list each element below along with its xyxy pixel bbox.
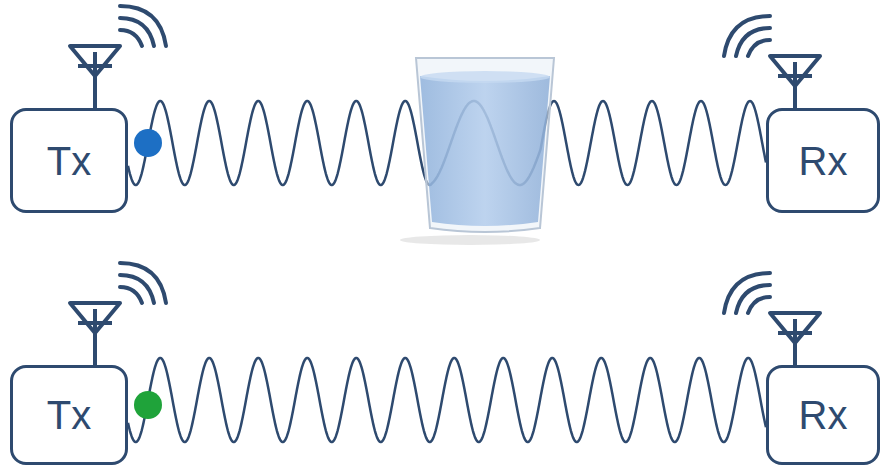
device-box: Rx <box>766 365 880 465</box>
device-box: Rx <box>766 108 880 213</box>
device-label: Tx <box>47 393 91 437</box>
signal-wave <box>128 358 766 442</box>
device-box: Tx <box>10 365 128 465</box>
water-glass <box>400 58 554 245</box>
signal-dot <box>134 129 162 157</box>
signal-dot <box>134 391 162 419</box>
device-label: Tx <box>47 139 91 183</box>
device-label: Rx <box>799 393 848 437</box>
antenna-symbol <box>70 46 820 365</box>
device-label: Rx <box>799 139 848 183</box>
radio-waves <box>120 6 770 313</box>
device-box: Tx <box>10 108 128 213</box>
